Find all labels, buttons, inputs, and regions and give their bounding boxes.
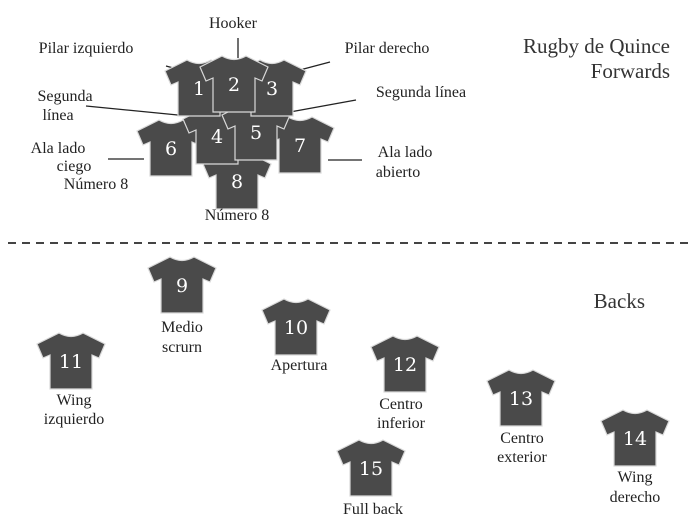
label-full-back: Full back [343,501,403,518]
player-shirt-7: 7 [265,116,335,174]
player-shirt-6: 6 [136,119,206,177]
player-shirt-4: 4 [182,107,252,165]
title-backs: Backs [594,289,645,313]
player-shirt-12: 12 [370,335,440,393]
label-wing-izquierdo-2: izquierdo [44,411,104,428]
label-hooker: Hooker [209,15,258,32]
label-numero-8-left: Número 8 [64,176,128,193]
svg-text:14: 14 [623,428,647,450]
title-rugby-de-quince: Rugby de Quince [523,34,670,58]
label-centro-inferior-2: inferior [377,415,426,432]
svg-text:13: 13 [509,388,533,410]
svg-text:11: 11 [59,351,83,373]
player-shirt-13: 13 [486,369,556,427]
label-segunda-linea-left-1: Segunda [37,88,92,105]
svg-text:4: 4 [211,126,223,148]
label-wing-derecho-2: derecho [610,489,661,506]
player-shirt-8: 8 [202,152,272,210]
player-shirt-1: 1 [164,59,234,117]
svg-text:1: 1 [193,78,205,100]
label-apertura: Apertura [271,357,328,374]
label-medio-scrum-1: Medio [161,319,203,336]
label-ala-lado-abierto-1: Ala lado [378,144,433,161]
player-shirt-3: 3 [237,59,307,117]
label-numero-8-bottom: Número 8 [205,207,269,224]
svg-text:9: 9 [176,275,188,297]
label-segunda-linea-right: Segunda línea [376,84,466,101]
player-shirt-15: 15 [336,439,406,497]
title-forwards: Forwards [591,59,670,83]
label-ala-lado-ciego-2: ciego [57,158,92,175]
label-ala-lado-abierto-2: abierto [376,164,420,181]
svg-text:12: 12 [393,354,417,376]
player-shirt-10: 10 [261,298,331,356]
player-shirt-11: 11 [36,332,106,390]
svg-text:3: 3 [266,78,278,100]
label-wing-izquierdo-1: Wing [57,392,92,409]
svg-text:15: 15 [359,458,383,480]
svg-text:10: 10 [284,317,308,339]
label-ala-lado-ciego-1: Ala lado [31,140,86,157]
label-segunda-linea-left-2: línea [42,107,73,124]
label-wing-derecho-1: Wing [618,469,653,486]
label-pilar-izquierdo: Pilar izquierdo [39,40,134,57]
svg-text:5: 5 [250,122,262,144]
svg-text:6: 6 [165,138,177,160]
label-centro-exterior-1: Centro [500,430,544,447]
svg-text:7: 7 [294,135,306,157]
label-medio-scrum-2: scrurn [162,339,202,356]
player-shirt-14: 14 [600,409,670,467]
player-shirt-2: 2 [199,55,269,113]
label-centro-inferior-1: Centro [379,396,423,413]
player-shirt-5: 5 [221,103,291,161]
svg-text:8: 8 [231,171,243,193]
svg-text:2: 2 [228,74,240,96]
label-centro-exterior-2: exterior [497,449,547,466]
player-shirt-9: 9 [147,256,217,314]
label-pilar-derecho: Pilar derecho [345,40,430,57]
